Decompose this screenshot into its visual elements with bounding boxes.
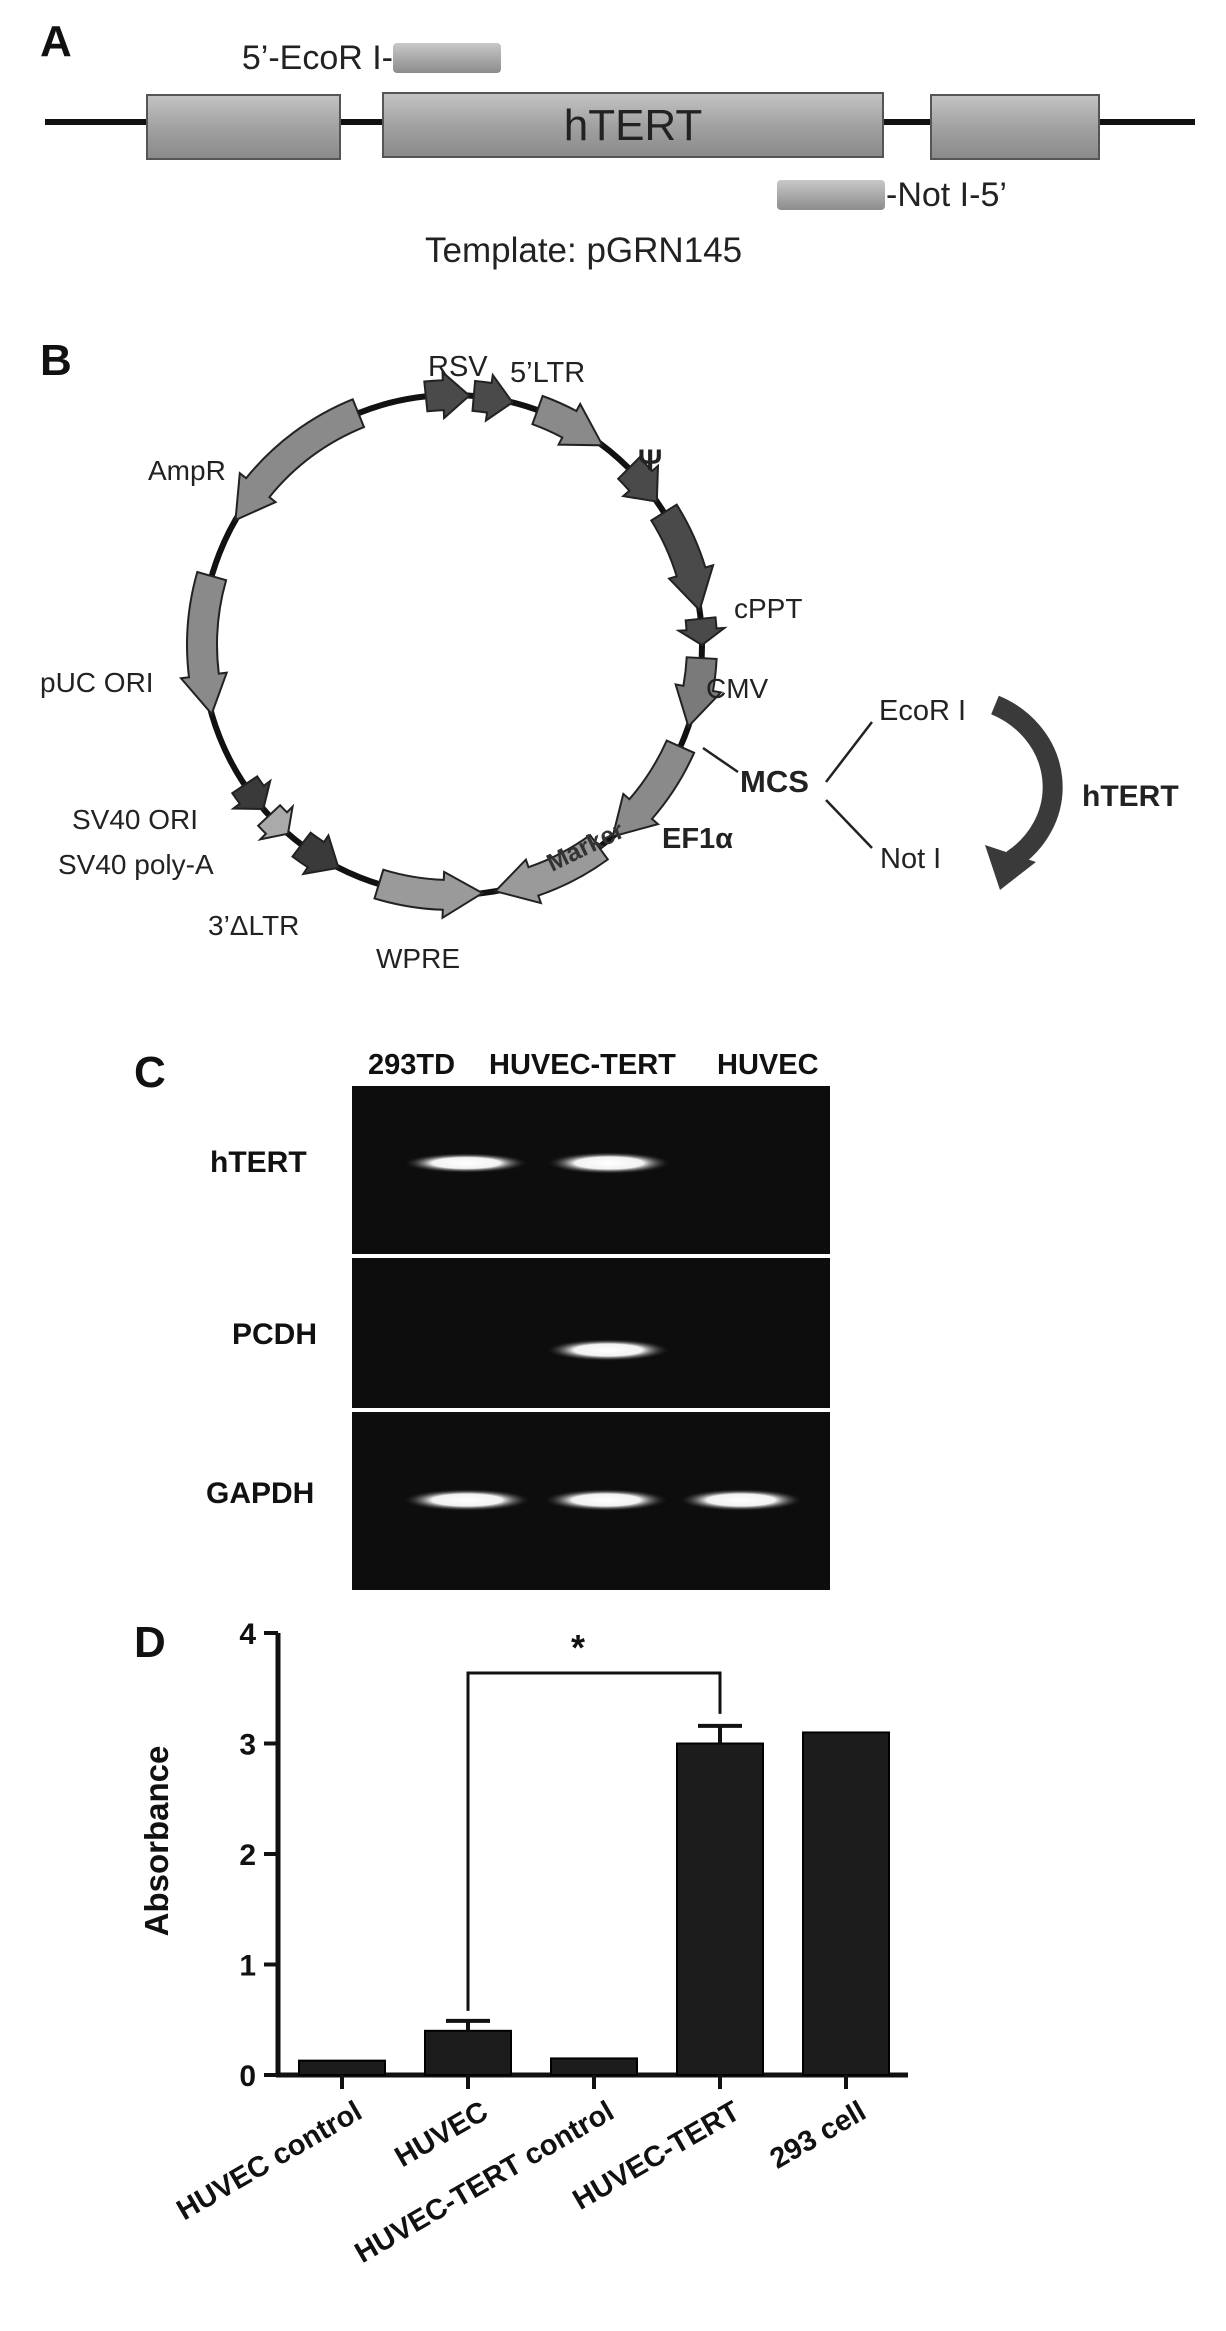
panel-b: B RSV 5’LTR Ψ cPPT CMV MCS EF1α Marker W… <box>40 336 1179 974</box>
arrow-sv40-ori <box>230 775 272 811</box>
significance-bracket <box>466 1671 722 2011</box>
y-tick-label: 0 <box>239 2060 256 2093</box>
exon-box-right <box>930 94 1100 160</box>
reverse-primer-bar <box>777 180 885 210</box>
arrow-rsv <box>423 369 471 421</box>
gel-band-gapdh-huvec-tert <box>544 1489 668 1511</box>
feature-label-wpre: WPRE <box>376 943 460 974</box>
gel-band-gapdh-293td <box>403 1489 531 1511</box>
gel-band-gapdh-huvec <box>679 1489 803 1511</box>
insert-label: hTERT <box>1082 780 1179 813</box>
feature-label-sv40-polya: SV40 poly-A <box>58 849 214 880</box>
arrow-marker <box>493 833 610 905</box>
reverse-primer-label: -Not I-5’ <box>886 176 1007 214</box>
arrow-puc-ori <box>179 570 229 716</box>
feature-label-3ltr: 3’ΔLTR <box>208 910 299 941</box>
feature-label-5ltr: 5’LTR <box>510 357 585 389</box>
bar <box>550 2057 638 2077</box>
arrow-cmv <box>674 656 723 729</box>
panel-a-letter: A <box>40 17 72 66</box>
arrow-cppt <box>675 616 728 647</box>
feature-label-puc-ori: pUC ORI <box>40 667 154 698</box>
gel-band-pcdh-huvec-tert <box>546 1339 670 1361</box>
plasmid-map <box>179 369 728 920</box>
ecor-branch-line <box>825 721 873 783</box>
forward-primer-bar <box>393 43 501 73</box>
y-tick-label: 1 <box>239 1950 256 1983</box>
significance-star: * <box>571 1627 585 1668</box>
gel-band-htert-293td <box>404 1153 528 1173</box>
y-tick-label: 4 <box>239 1618 256 1651</box>
mcs-leader-line <box>702 746 739 774</box>
arrow-3ltr <box>291 831 340 876</box>
y-tick-label: 3 <box>239 1729 256 1762</box>
category-label: 293 cell <box>765 2095 872 2175</box>
panel-a: A hTERT 5’-EcoR I- -Not I-5’ Template: p… <box>40 17 1195 270</box>
feature-label-mcs: MCS <box>740 764 809 799</box>
feature-label-ampr: AmpR <box>148 455 226 486</box>
template-label: Template: pGRN145 <box>425 231 742 270</box>
panel-d-letter: D <box>134 1618 166 1667</box>
arrow-sv40-polya <box>256 803 295 842</box>
category-label: HUVEC <box>390 2095 494 2173</box>
gene-label: hTERT <box>564 101 703 150</box>
gel-band-htert-huvec-tert <box>547 1152 671 1174</box>
panel-c: C 293TD HUVEC-TERT HUVEC hTERT PCDH GAPD… <box>134 1048 830 1590</box>
bar <box>424 2029 512 2077</box>
insert-curved-arrow <box>990 695 1063 869</box>
exon-box-left <box>146 94 341 160</box>
feature-label-psi: Ψ <box>638 444 662 477</box>
arrow-rre <box>649 503 715 613</box>
lane-label-huvec: HUVEC <box>717 1049 819 1081</box>
lane-label-293td: 293TD <box>368 1049 455 1081</box>
gel-panel-pcdh <box>352 1258 830 1408</box>
y-tick-label: 2 <box>239 1839 256 1872</box>
noti-site-label: Not I <box>880 843 941 875</box>
gel-row-label-gapdh: GAPDH <box>206 1477 314 1510</box>
bar <box>802 1731 890 2076</box>
lane-label-huvec-tert: HUVEC-TERT <box>489 1049 676 1081</box>
panel-c-letter: C <box>134 1048 166 1097</box>
feature-label-rsv: RSV <box>428 351 488 383</box>
bar <box>298 2059 386 2077</box>
arrow-psi <box>531 394 605 447</box>
forward-primer-label: 5’-EcoR I- <box>242 39 393 77</box>
gel-row-label-pcdh: PCDH <box>232 1318 317 1351</box>
feature-label-cppt: cPPT <box>734 593 802 624</box>
gel-row-label-htert: hTERT <box>210 1146 307 1179</box>
bar <box>676 1742 764 2076</box>
arrow-wpre <box>373 868 485 920</box>
y-axis-title: Absorbance <box>138 1746 175 1937</box>
gene-box-htert <box>382 92 884 158</box>
panel-b-letter: B <box>40 336 72 385</box>
arrow-ampr <box>234 397 366 522</box>
noti-branch-line <box>825 799 873 849</box>
category-label: HUVEC control <box>172 2095 368 2227</box>
feature-label-cmv: CMV <box>706 673 769 704</box>
insert-arrowhead <box>985 845 1036 890</box>
arrow-ef1a <box>611 739 696 838</box>
feature-label-ef1a: EF1α <box>662 823 733 855</box>
feature-label-sv40-ori: SV40 ORI <box>72 804 198 835</box>
arrow-5ltr <box>471 372 514 423</box>
arrow-segment <box>616 456 660 503</box>
ecor-site-label: EcoR I <box>879 695 966 727</box>
